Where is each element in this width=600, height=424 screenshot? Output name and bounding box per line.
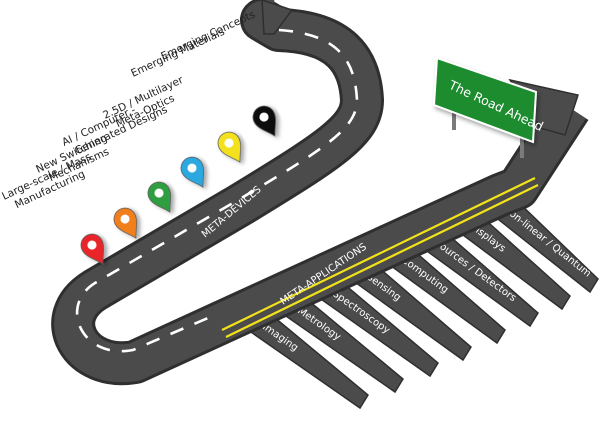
road-center-line-yellow-2	[225, 184, 539, 338]
pin-hole	[87, 240, 97, 250]
pin-body	[217, 131, 242, 163]
pin-hole	[187, 163, 197, 173]
location-pin-icon	[80, 233, 105, 265]
main-road: META-DEVICES META-APPLICATIONS	[51, 0, 589, 386]
sign-board	[432, 56, 538, 144]
pin-body	[113, 207, 138, 239]
location-pin-icon	[252, 105, 277, 137]
pin-hole	[259, 112, 269, 122]
pin-body	[252, 105, 277, 137]
pin-hole	[224, 138, 234, 148]
sign-post-left	[452, 100, 456, 130]
location-pin-icon	[113, 207, 138, 239]
pin-hole	[154, 188, 164, 198]
pin-body	[147, 181, 172, 213]
milestone-label-line: Emerging Concepts	[159, 8, 257, 62]
road-arrow-top	[261, 0, 294, 35]
location-pin-icon	[180, 156, 205, 188]
road-center-dashes	[75, 28, 359, 353]
location-pin-icon	[217, 131, 242, 163]
milestone-label: Emerging Concepts	[159, 8, 257, 62]
pin-body	[180, 156, 205, 188]
location-pin-icon	[147, 181, 172, 213]
road-surface	[54, 0, 586, 383]
pin-hole	[120, 214, 130, 224]
road-center-line-yellow	[221, 177, 536, 331]
